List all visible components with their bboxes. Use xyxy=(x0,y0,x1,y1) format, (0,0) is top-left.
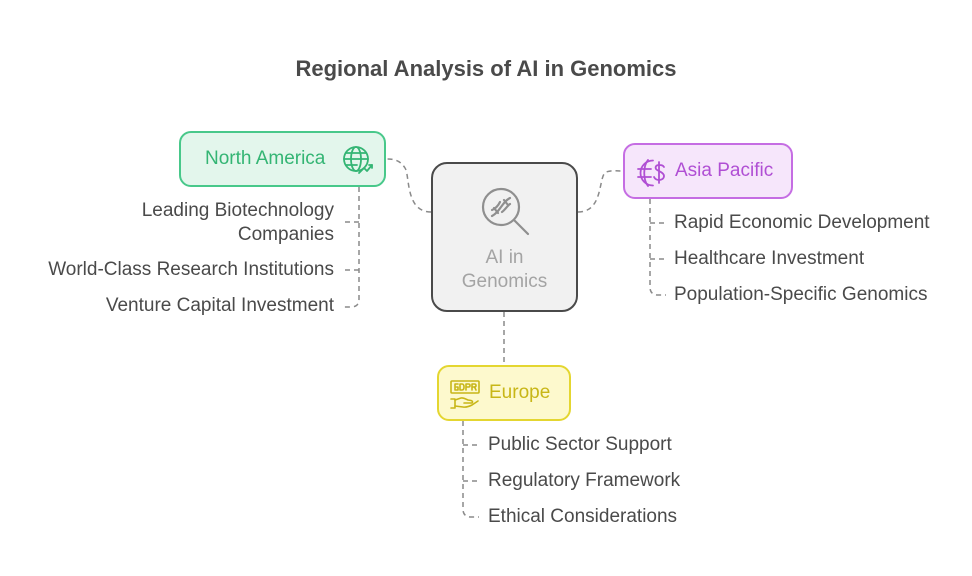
north-america-box: North America xyxy=(179,131,386,187)
connector-eu-trunk xyxy=(462,421,479,518)
europe-label: Europe xyxy=(489,382,551,403)
connector-center-asia-pacific xyxy=(577,170,624,213)
asia-pacific-box: Asia Pacific xyxy=(623,143,793,199)
asia-pacific-item: Rapid Economic Development xyxy=(674,212,930,233)
europe-item: Public Sector Support xyxy=(488,434,672,455)
north-america-item: World-Class Research Institutions xyxy=(48,259,334,280)
dna-search-icon xyxy=(481,187,530,236)
europe-box: Europe xyxy=(437,365,571,421)
asia-pacific-item: Population-Specific Genomics xyxy=(674,284,928,305)
north-america-label: North America xyxy=(205,148,326,169)
connector-center-north-america xyxy=(385,158,432,213)
europe-item: Regulatory Framework xyxy=(488,470,681,491)
north-america-item: Leading Biotechnology Companies xyxy=(141,200,334,245)
asia-pacific-item: Healthcare Investment xyxy=(674,248,865,269)
globe-trend-icon xyxy=(343,146,373,174)
connector-ap-trunk xyxy=(649,199,666,296)
connector-na-trunk xyxy=(343,187,360,308)
center-topic-box: AI in Genomics xyxy=(431,162,578,312)
europe-item: Ethical Considerations xyxy=(488,506,678,527)
globe-dollar-icon xyxy=(637,159,665,187)
center-topic-label: AI in Genomics xyxy=(461,247,548,292)
north-america-item: Venture Capital Investment xyxy=(105,295,334,316)
diagram-title: Regional Analysis of AI in Genomics xyxy=(295,56,677,81)
gdpr-hand-icon xyxy=(450,380,480,409)
asia-pacific-label: Asia Pacific xyxy=(675,160,774,181)
